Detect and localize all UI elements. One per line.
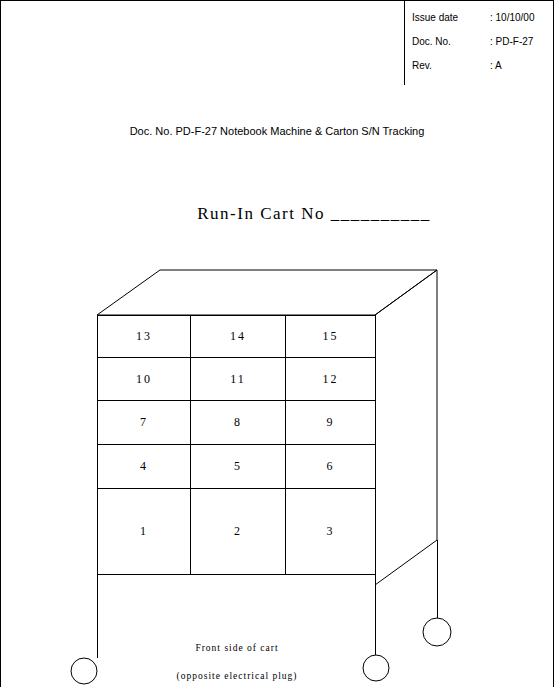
slot-number: 14 — [230, 329, 246, 344]
cart-slot: 2 — [190, 488, 286, 575]
slot-number: 12 — [323, 372, 339, 387]
slot-number: 6 — [327, 459, 335, 474]
slot-number: 5 — [234, 459, 242, 474]
slot-number: 11 — [230, 372, 246, 387]
slot-number: 9 — [327, 415, 335, 430]
slot-number: 4 — [140, 459, 148, 474]
cart-slot: 14 — [190, 315, 286, 358]
cart-slot: 13 — [97, 315, 191, 358]
slot-number: 3 — [327, 524, 335, 539]
cart-wheel — [363, 655, 389, 681]
caption-note: Front side of cart — [195, 643, 278, 654]
cart-number-field: Run-In Cart No __________ — [197, 204, 430, 224]
slot-number: 8 — [234, 415, 242, 430]
cart-side — [375, 270, 437, 585]
caption-note: (opposite electrical plug) — [177, 671, 298, 682]
slot-number: 10 — [136, 372, 152, 387]
page-border — [553, 0, 554, 687]
slot-number: 15 — [323, 329, 339, 344]
cart-leg — [437, 540, 438, 618]
header-field: Rev. — [412, 60, 432, 72]
header-field: Doc. No. — [412, 36, 451, 48]
slot-number: 13 — [136, 329, 152, 344]
cart-slot: 12 — [285, 357, 376, 401]
cart-top — [97, 270, 437, 315]
page-border — [0, 0, 1, 687]
page-border — [1, 0, 553, 1]
cart-slot: 7 — [97, 400, 191, 445]
cart-slot: 3 — [285, 488, 376, 575]
cart-slot: 5 — [190, 444, 286, 489]
header-field: Issue date — [412, 12, 458, 24]
cart-slot: 1 — [97, 488, 191, 575]
slot-number: 7 — [140, 415, 148, 430]
cart-wheel — [71, 658, 97, 684]
cart-slot: 11 — [190, 357, 286, 401]
cart-slot: 10 — [97, 357, 191, 401]
cart-wheel — [423, 618, 451, 646]
header-divider — [404, 0, 405, 85]
header-value: : PD-F-27 — [490, 36, 533, 48]
cart-slot: 8 — [190, 400, 286, 445]
slot-number: 1 — [140, 524, 148, 539]
header-value: : A — [490, 60, 502, 72]
slot-number: 2 — [234, 524, 242, 539]
cart-slot: 15 — [285, 315, 376, 358]
header-value: : 10/10/00 — [490, 12, 534, 24]
cart-slot: 9 — [285, 400, 376, 445]
cart-slot: 6 — [285, 444, 376, 489]
cart-slot: 4 — [97, 444, 191, 489]
document-title: Doc. No. PD-F-27 Notebook Machine & Cart… — [130, 125, 425, 138]
